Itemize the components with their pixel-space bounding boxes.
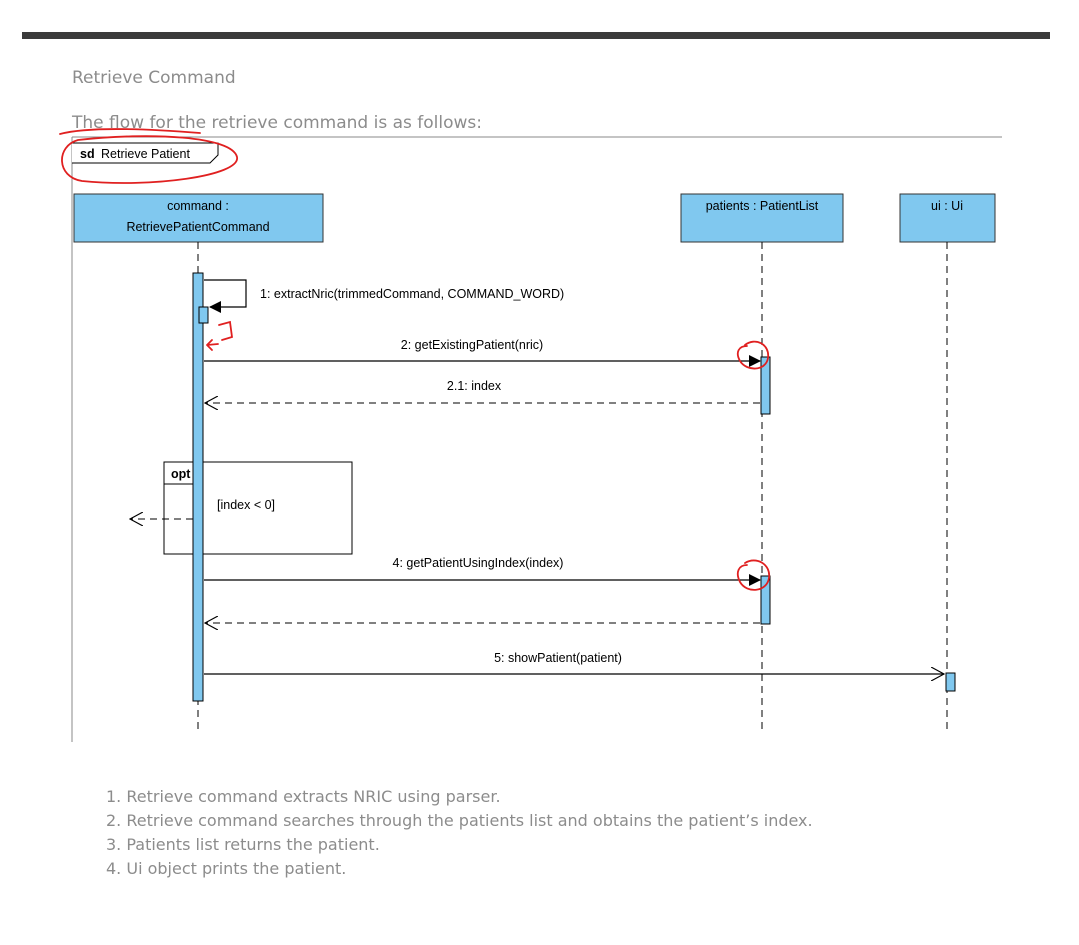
participant-command [73, 193, 324, 243]
list-item: 1. Retrieve command extracts NRIC using … [106, 787, 501, 806]
participant-command-class: RetrievePatientCommand [126, 220, 269, 234]
activation-command-nested [198, 306, 209, 324]
annotation-circle-title [61, 135, 238, 184]
message-2-1-label: 2.1: index [447, 379, 502, 393]
steps-list: 1. Retrieve command extracts NRIC using … [106, 785, 813, 881]
annotation-underline-stroke [59, 128, 201, 135]
activation-ui [945, 672, 956, 692]
annotation-arrow-m1 [206, 339, 219, 351]
participant-ui [899, 193, 996, 243]
participant-patients [680, 193, 844, 243]
activation-patients-1 [760, 356, 771, 415]
message-1-arrow [204, 279, 247, 313]
frame-title: Retrieve Patient [101, 147, 190, 161]
annotation-circle-m4 [736, 559, 770, 591]
activation-patients-2 [760, 575, 771, 625]
opt-guard: [index < 0] [217, 498, 275, 512]
annotation-circle-m2 [736, 340, 769, 370]
list-item: 3. Patients list returns the patient. [106, 835, 380, 854]
top-divider-bar [22, 32, 1050, 39]
list-item: 2. Retrieve command searches through the… [106, 811, 813, 830]
message-2-label: 2: getExistingPatient(nric) [401, 338, 543, 352]
participant-ui-name: ui : Ui [931, 199, 963, 213]
message-4-label: 4: getPatientUsingIndex(index) [393, 556, 564, 570]
annotation-bracket-m1 [218, 320, 233, 341]
opt-keyword: opt [171, 467, 191, 481]
participant-command-name: command : [167, 199, 229, 213]
message-5-label: 5: showPatient(patient) [494, 651, 622, 665]
section-title: Retrieve Command [72, 68, 236, 88]
message-1-label: 1: extractNric(trimmedCommand, COMMAND_W… [260, 287, 564, 301]
frame-label-box [72, 142, 219, 164]
activation-command [192, 272, 204, 702]
frame-keyword: sd [80, 147, 95, 161]
list-item: 4. Ui object prints the patient. [106, 859, 347, 878]
participant-patients-name: patients : PatientList [706, 199, 819, 213]
section-intro: The flow for the retrieve command is as … [72, 113, 482, 133]
red-annotations [59, 128, 770, 591]
